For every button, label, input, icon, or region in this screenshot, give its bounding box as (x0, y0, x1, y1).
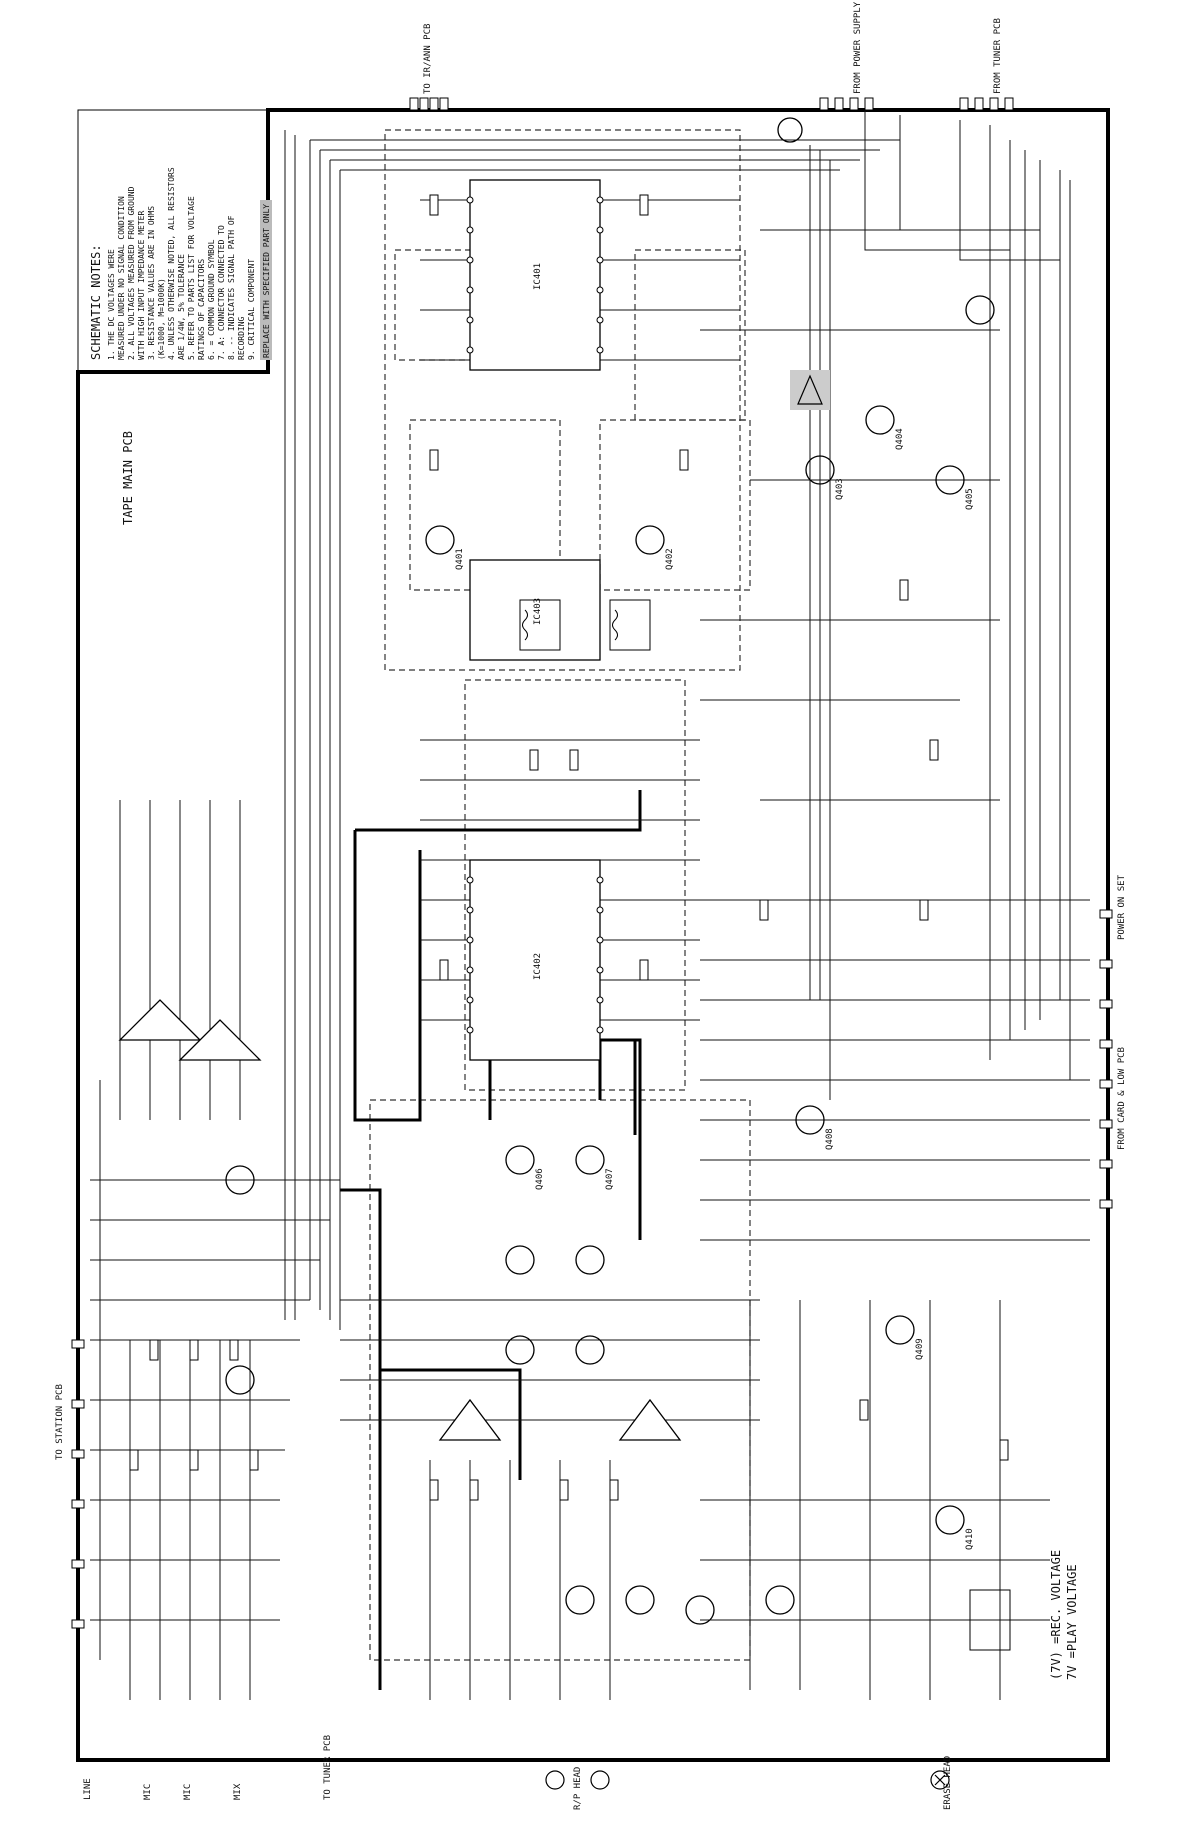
transistors (225, 117, 995, 1625)
transistor-labels: Q401 Q402 Q403 Q404 Q405 Q406 Q407 Q408 … (455, 428, 975, 1550)
ic-pins (466, 196, 604, 1034)
page-title: TAPE MAIN PCB (121, 431, 135, 525)
notes-line: 6. = COMMON GROUND SYMBOL (207, 239, 216, 360)
connector-label: R/P HEAD (573, 1767, 583, 1810)
transistor-label: Q401 (455, 548, 465, 570)
warning-highlight (260, 200, 272, 360)
notes-line: 9. CRITICAL COMPONENT (247, 259, 256, 360)
connector-label: MIC (143, 1784, 153, 1800)
connector-label: TO STATION PCB (55, 1384, 65, 1460)
connector-label: POWER ON SET (1117, 874, 1127, 940)
transistor-label: Q410 (965, 1528, 975, 1550)
caution-icon (790, 370, 830, 410)
connector-pins (71, 97, 1113, 1629)
rec-voltage-legend: (7V) =REC. VOLTAGE (1049, 1550, 1063, 1680)
connector-label: LINE (83, 1778, 93, 1800)
filter-coils (519, 599, 1011, 1651)
notes-line: 8. -- INDICATES SIGNAL PATH OF (227, 215, 236, 360)
ic-chip (469, 859, 601, 1061)
head-symbols (545, 1770, 950, 1790)
connector-label: TO TUNER PCB (323, 1735, 333, 1800)
notes-line: WITH HIGH INPUT IMPEDANCE METER (137, 211, 146, 360)
notes-line: (K=1000, M=1000K) (157, 278, 166, 360)
notes-line: 5. REFER TO PARTS LIST FOR VOLTAGE (187, 196, 196, 360)
notes-heading: SCHEMATIC NOTES: (89, 244, 103, 360)
transistor-label: Q408 (825, 1128, 835, 1150)
transistor-label: Q402 (665, 548, 675, 570)
transistor-label: Q405 (965, 488, 975, 510)
ic-chip (469, 559, 601, 661)
notes-line: RATINGS OF CAPACITORS (197, 259, 206, 360)
connector-label: FROM TUNER PCB (993, 18, 1003, 94)
transistor-label: Q407 (605, 1168, 615, 1190)
resistors (129, 194, 1009, 1501)
connector-label: FROM POWER SUPPLY PCB (853, 0, 863, 94)
schematic-notes: SCHEMATIC NOTES: 1. THE DC VOLTAGES WERE… (89, 167, 272, 360)
connector-label: MIX (233, 1783, 243, 1800)
connector-label: TO IR/ANN PCB (423, 24, 433, 94)
ic-chip (469, 179, 601, 371)
notes-line: MEASURED UNDER NO SIGNAL CONDITION (117, 196, 126, 360)
notes-line: 2. ALL VOLTAGES MEASURED FROM GROUND (127, 186, 136, 360)
connector-label: FROM CARD & LOW PCB (1117, 1047, 1127, 1150)
connector-label: MIC (183, 1784, 193, 1800)
ic-label: IC402 (533, 953, 543, 980)
warning-text: REPLACE WITH SPECIFIED PART ONLY (262, 204, 271, 358)
transistor-label: Q403 (835, 478, 845, 500)
transistor-label: Q404 (895, 428, 905, 450)
transistor-label: Q406 (535, 1168, 545, 1190)
notes-line: 1. THE DC VOLTAGES WERE (107, 249, 116, 360)
notes-line: 7. A: CONNECTOR CONNECTED TO (217, 225, 226, 360)
notes-line: ARE 1/4W, 5% TOLERANCE (177, 254, 186, 360)
notes-line: RECORDING (237, 316, 246, 360)
ic-label: IC401 (533, 263, 543, 290)
op-amps (118, 999, 682, 1441)
play-voltage-legend: 7V =PLAY VOLTAGE (1065, 1564, 1079, 1680)
transistor-label: Q409 (915, 1338, 925, 1360)
wiring (90, 110, 1090, 1700)
notes-line: 4. UNLESS OTHERWISE NOTED, ALL RESISTORS (167, 167, 176, 360)
voltage-legend: (7V) =REC. VOLTAGE 7V =PLAY VOLTAGE (1049, 1550, 1079, 1680)
ic-label: IC403 (533, 598, 543, 625)
ic-packages (469, 179, 601, 1061)
notes-line: 3. RESISTANCE VALUES ARE IN OHMS (147, 206, 156, 360)
